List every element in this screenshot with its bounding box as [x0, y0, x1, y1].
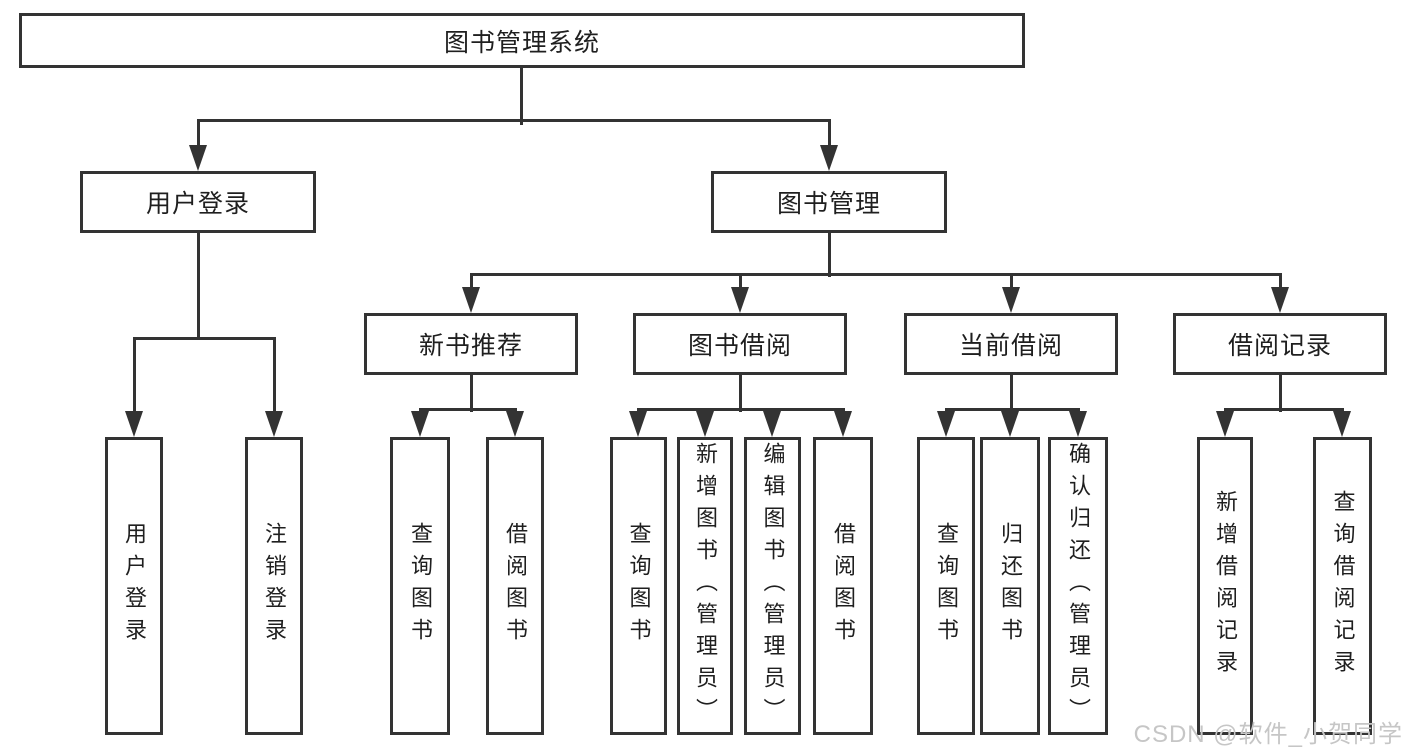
connector-hline [133, 337, 276, 340]
leaf-label: 查询图书 [408, 522, 433, 650]
connector-vline [273, 337, 276, 413]
arrowhead-down [820, 145, 838, 171]
arrowhead-down [629, 411, 647, 437]
arrowhead-down [834, 411, 852, 437]
leaf-confirm-return-admin: 确认归还（管理员） [1048, 437, 1108, 735]
leaf-label: 新增图书（管理员） [693, 442, 718, 730]
connector-hline [197, 119, 831, 122]
leaf-label: 查询图书 [626, 522, 652, 650]
connector-hline [419, 408, 517, 411]
node-label: 图书借阅 [687, 332, 792, 360]
node-label: 当前借阅 [958, 332, 1063, 360]
connector-vline [133, 337, 136, 413]
leaf-logout: 注销登录 [245, 437, 303, 735]
arrowhead-down [731, 287, 749, 313]
leaf-edit-book-admin: 编辑图书（管理员） [744, 437, 801, 735]
connector-vline [1010, 273, 1013, 289]
arrowhead-down [1271, 287, 1289, 313]
leaf-query-borrow-record: 查询借阅记录 [1313, 437, 1372, 735]
leaf-label: 编辑图书（管理员） [760, 442, 786, 730]
connector-hline [1224, 408, 1344, 411]
leaf-user-login: 用户登录 [105, 437, 163, 735]
leaf-label: 确认归还（管理员） [1066, 442, 1091, 730]
arrowhead-down [1002, 287, 1020, 313]
connector-vline [470, 273, 473, 289]
arrowhead-down [937, 411, 955, 437]
connector-vline [828, 233, 831, 277]
connector-vline [1279, 375, 1282, 412]
connector-hline [637, 408, 845, 411]
leaf-add-borrow-record: 新增借阅记录 [1197, 437, 1253, 735]
node-label: 借阅记录 [1227, 332, 1332, 360]
node-library-management-system: 图书管理系统 [19, 13, 1025, 68]
leaf-label: 注销登录 [262, 522, 287, 650]
connector-vline [739, 273, 742, 289]
node-book-borrowing: 图书借阅 [633, 313, 847, 375]
leaf-borrow-books: 借阅图书 [486, 437, 544, 735]
leaf-borrow-books-2: 借阅图书 [813, 437, 873, 735]
arrowhead-down [696, 411, 714, 437]
node-current-borrowing: 当前借阅 [904, 313, 1118, 375]
arrowhead-down [189, 145, 207, 171]
connector-vline [470, 375, 473, 412]
leaf-query-books-2: 查询图书 [610, 437, 667, 735]
connector-vline [739, 375, 742, 412]
leaf-label: 归还图书 [998, 522, 1023, 650]
leaf-label: 借阅图书 [831, 522, 856, 650]
node-new-book-recommendation: 新书推荐 [364, 313, 578, 375]
node-label: 用户登录 [145, 190, 250, 218]
arrowhead-down [506, 411, 524, 437]
node-label: 图书管理 [776, 190, 881, 218]
connector-vline [828, 119, 831, 147]
arrowhead-down [763, 411, 781, 437]
node-borrowing-records: 借阅记录 [1173, 313, 1387, 375]
node-label: 图书管理系统 [443, 28, 600, 57]
leaf-query-books: 查询图书 [390, 437, 450, 735]
leaf-label: 用户登录 [122, 522, 147, 650]
arrowhead-down [1333, 411, 1351, 437]
connector-hline [470, 273, 1282, 276]
arrowhead-down [265, 411, 283, 437]
node-label: 新书推荐 [418, 332, 523, 360]
arrowhead-down [1001, 411, 1019, 437]
leaf-query-books-3: 查询图书 [917, 437, 975, 735]
arrowhead-down [125, 411, 143, 437]
connector-vline [197, 233, 200, 340]
connector-vline [1010, 375, 1013, 412]
arrowhead-down [411, 411, 429, 437]
node-book-management: 图书管理 [711, 171, 947, 233]
arrowhead-down [1069, 411, 1087, 437]
leaf-label: 查询借阅记录 [1330, 490, 1356, 682]
arrowhead-down [1216, 411, 1234, 437]
leaf-add-book-admin: 新增图书（管理员） [677, 437, 733, 735]
leaf-label: 查询图书 [934, 522, 959, 650]
leaf-label: 新增借阅记录 [1213, 490, 1238, 682]
arrowhead-down [462, 287, 480, 313]
connector-hline [945, 408, 1080, 411]
leaf-return-books: 归还图书 [980, 437, 1040, 735]
watermark: CSDN @软件_小贺同学 [1133, 721, 1403, 747]
connector-vline [520, 66, 523, 125]
node-user-login: 用户登录 [80, 171, 316, 233]
leaf-label: 借阅图书 [503, 522, 528, 650]
connector-vline [197, 119, 200, 147]
connector-vline [1279, 273, 1282, 289]
